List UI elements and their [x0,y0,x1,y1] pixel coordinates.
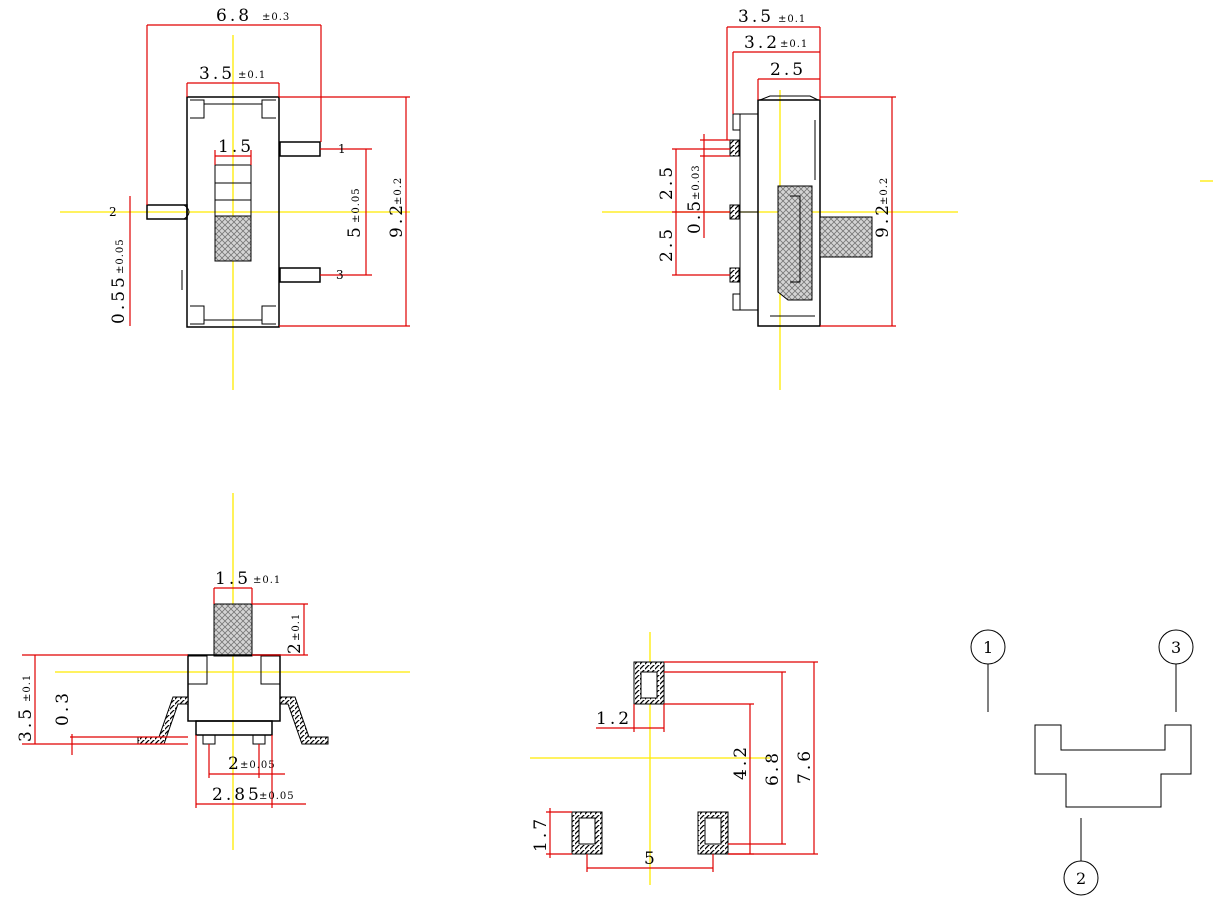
dim-pcb-42-value: 4.2 [731,744,751,780]
dim-width-tol: ±0.3 [262,12,290,23]
dim-length-value: 9.2 [387,202,407,238]
schematic-node-3: 3 [1171,638,1181,657]
dim-side-d3-value: 2.5 [770,60,806,80]
dim-front-pad-inner-value: 2 [228,754,242,774]
side-view: 3.5 ±0.1 3.2 ±0.1 2.5 2.5 0.5 ±0.03 2.5 [602,7,1213,390]
dim-front-act-value: 1.5 [215,569,251,589]
dim-offset-value: 0.55 [109,274,129,324]
dim-side-d2-value: 3.2 [744,33,780,53]
dim-side-mid-value: 0.5 [685,198,705,234]
top-view: 6.8 ±0.3 3.5 ±0.1 1.5 1 3 2 5 ±0.05 9.2 … [60,6,410,390]
dim-body-tol: ±0.1 [238,70,266,81]
dim-front-pad-outer-value: 2.85 [212,785,262,805]
schematic: 1 3 2 [970,629,1194,896]
dim-side-upper-value: 2.5 [657,164,677,200]
dim-length-tol: ±0.2 [393,177,404,205]
pin-1-label: 1 [338,142,346,156]
pcb-layout: 1.2 4.2 6.8 7.6 1.7 5 [530,632,818,885]
dim-front-pad-outer-tol: ±0.05 [259,791,295,802]
dim-body-value: 3.5 [199,64,235,84]
dim-side-length-value: 9.2 [873,202,893,238]
dim-side-mid-tol: ±0.03 [691,164,702,200]
dim-pcb-pad-h-value: 1.7 [531,816,551,852]
dim-pcb-pad-w-value: 1.2 [596,709,632,729]
front-view: 1.5 ±0.1 2 ±0.1 3.5 ±0.1 0.3 2 ±0.05 [16,493,410,850]
dim-side-d2-tol: ±0.1 [780,39,808,50]
dim-front-height-act-tol: ±0.1 [291,613,302,641]
dim-width-value: 6.8 [216,6,252,26]
dim-side-d1-value: 3.5 [738,7,774,27]
dim-front-height-value: 3.5 [16,706,36,742]
dim-front-pad-inner-tol: ±0.05 [240,760,276,771]
dim-side-d1-tol: ±0.1 [778,14,806,25]
dim-actuator-value: 1.5 [218,137,254,157]
schematic-node-2: 2 [1076,869,1086,888]
dim-pitch-tol: ±0.05 [351,187,362,223]
dim-pcb-76-value: 7.6 [795,748,815,784]
pin-2-label: 2 [109,205,117,219]
dim-front-act-tol: ±0.1 [253,575,281,586]
dim-front-height-tol: ±0.1 [22,674,33,702]
pin-3-label: 3 [336,268,344,282]
dim-pcb-pitch-value: 5 [644,849,658,869]
dim-pitch-value: 5 [345,224,365,238]
dim-offset-tol: ±0.05 [115,238,126,274]
schematic-node-1: 1 [983,638,993,657]
dim-pcb-68-value: 6.8 [763,750,783,786]
dim-side-length-tol: ±0.2 [879,177,890,205]
dim-front-height-act-value: 2 [285,640,305,654]
dim-front-standoff-value: 0.3 [53,690,73,726]
dim-side-lower-value: 2.5 [657,226,677,262]
